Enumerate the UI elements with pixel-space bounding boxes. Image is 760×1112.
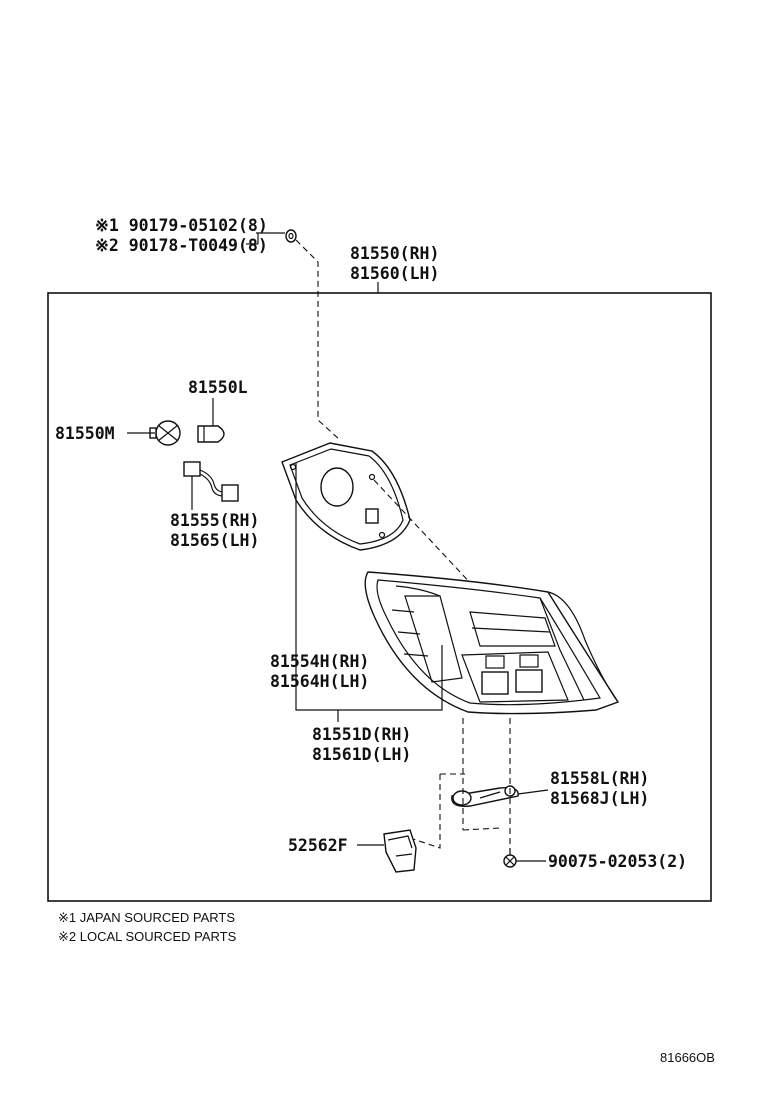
callout-screw: 90075-02053(2) xyxy=(548,852,687,871)
callout-bulb: 81550L xyxy=(188,378,248,397)
callout-cover: 52562F xyxy=(288,836,348,855)
callout-fastener-japan: ※1 90179-05102(8) xyxy=(95,216,268,235)
diagram-code: 81666OB xyxy=(660,1050,715,1065)
lamp-cover-icon xyxy=(383,829,417,873)
gasket-plate-icon xyxy=(281,442,411,551)
callout-socket: 81550M xyxy=(55,424,115,443)
screw-icon xyxy=(503,848,517,868)
callout-lamp-assy-lh: 81560(LH) xyxy=(350,264,439,283)
callout-wire-rh: 81555(RH) xyxy=(170,511,259,530)
callout-gasket-rh: 81554H(RH) xyxy=(270,652,369,671)
mounting-bracket-icon xyxy=(451,785,519,807)
tail-lamp-lens-icon xyxy=(364,571,620,715)
assembly-frame xyxy=(47,292,712,902)
callout-gasket-lh: 81564H(LH) xyxy=(270,672,369,691)
bulb-icon xyxy=(197,425,225,443)
wire-harness-icon xyxy=(183,461,239,502)
callout-fastener-local: ※2 90178-T0049(8) xyxy=(95,236,268,255)
callout-bracket-lh: 81568J(LH) xyxy=(550,789,649,808)
callout-bracket-rh: 81558L(RH) xyxy=(550,769,649,788)
bulb-socket-icon xyxy=(149,420,181,446)
callout-wire-lh: 81565(LH) xyxy=(170,531,259,550)
callout-lamp-assy-rh: 81550(RH) xyxy=(350,244,439,263)
callout-lens-rh: 81551D(RH) xyxy=(312,725,411,744)
note-local-sourced: ※2 LOCAL SOURCED PARTS xyxy=(58,929,237,944)
callout-lens-lh: 81561D(LH) xyxy=(312,745,411,764)
note-japan-sourced: ※1 JAPAN SOURCED PARTS xyxy=(58,910,235,925)
clip-nut-icon xyxy=(285,229,297,243)
